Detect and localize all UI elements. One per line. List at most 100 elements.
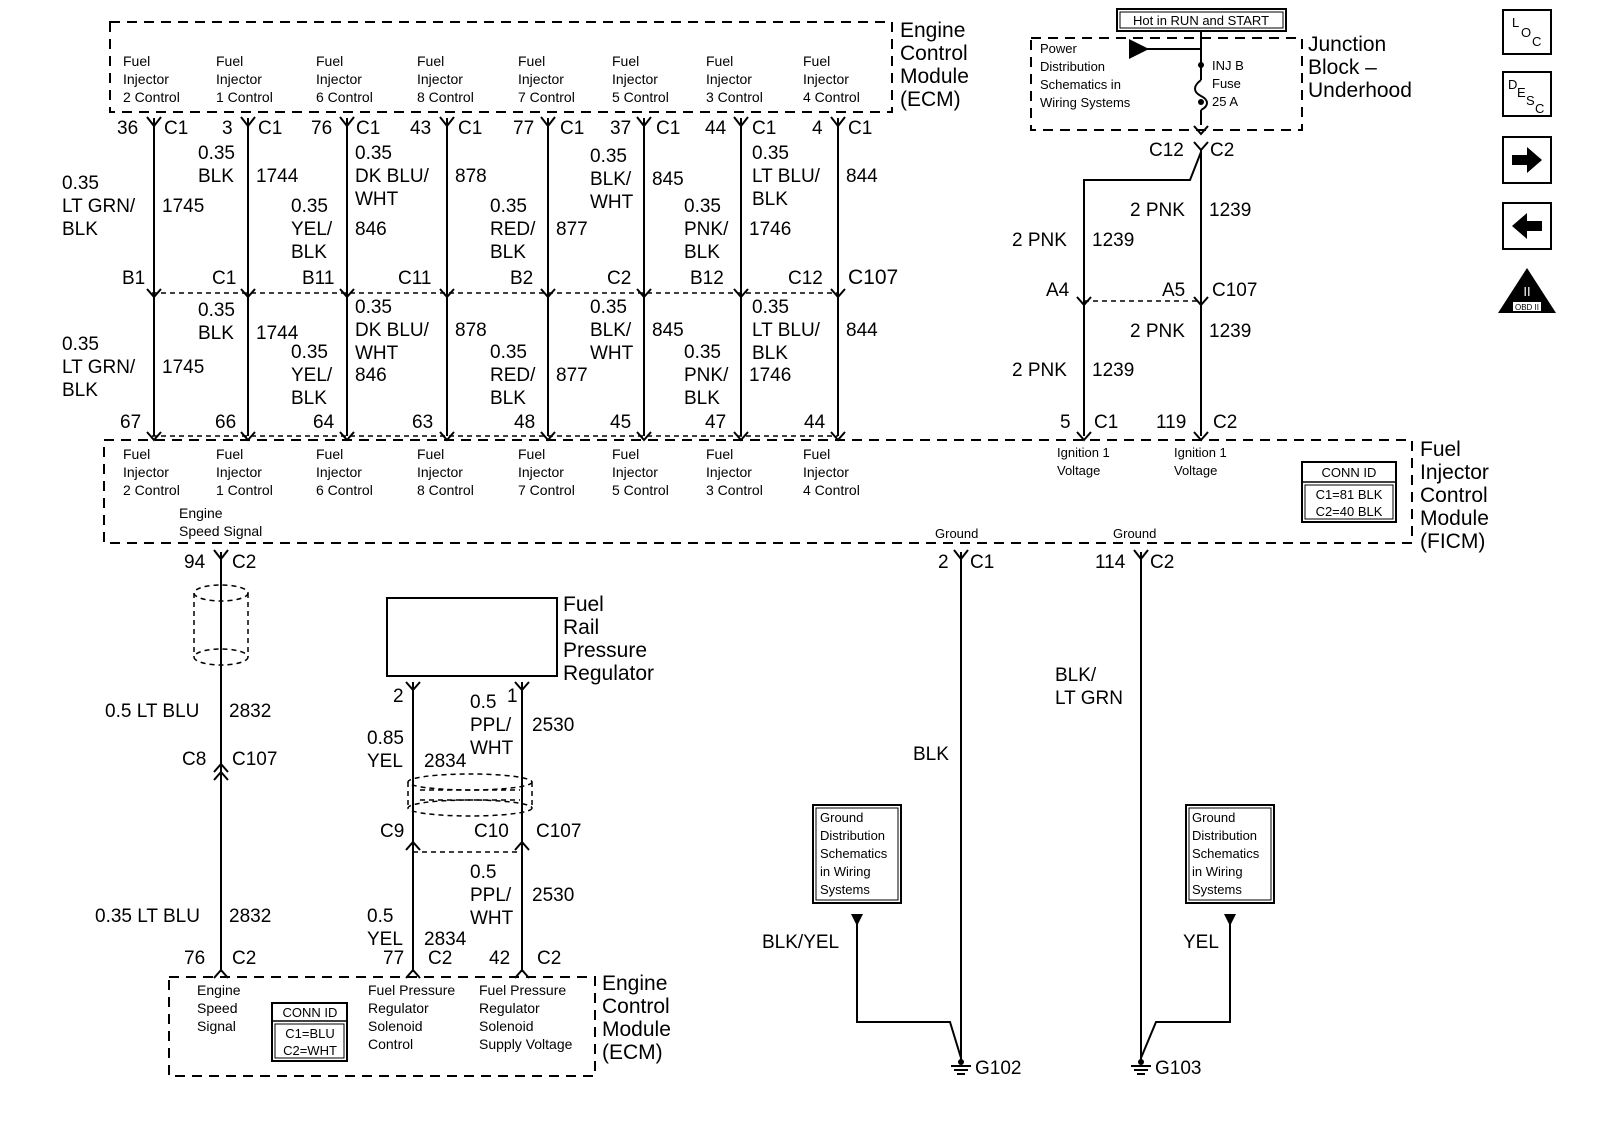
wire-color: YEL (1183, 932, 1219, 953)
ecm-pin-label: Injector (216, 71, 262, 87)
connector-cavity: C2 (607, 268, 631, 289)
pin-number: 47 (705, 412, 726, 433)
ficm-pin-label: Fuel (706, 446, 733, 462)
fuel-rail-pressure-regulator (386, 597, 558, 677)
previous-page-button[interactable] (1502, 202, 1552, 250)
desc-icon-letter: S (1526, 93, 1535, 108)
ficm-pin-label: Injector (417, 464, 463, 480)
wire-gauge: 0.35 (355, 143, 392, 164)
pin-number: 77 (513, 118, 534, 139)
ficm-pin-label: 8 Control (417, 482, 474, 498)
module-name-line: Control (602, 995, 670, 1018)
fuse-terminal (1198, 62, 1204, 68)
connector-cavity: C1 (212, 268, 236, 289)
ecm-pin-label: Fuel Pressure (479, 982, 566, 998)
obd-triangle-icon (1498, 268, 1556, 313)
module-name-line: Injector (1420, 461, 1489, 484)
connector-cavity: B12 (690, 268, 724, 289)
svg-text:Power: Power (1040, 41, 1078, 56)
ecm-pin-label: 4 Control (803, 89, 860, 105)
ecm-pin-label: 6 Control (316, 89, 373, 105)
component-name-line: Regulator (563, 662, 654, 685)
injector-circuit-7: Fuel Injector 7 Control 77 C1 0.35 RED/ … (490, 53, 588, 498)
pin-number: 1 (507, 686, 518, 707)
module-name-line: (ECM) (900, 88, 961, 111)
ficm-pin-label: Fuel (803, 446, 830, 462)
ecm-pin-label: Regulator (479, 1000, 540, 1016)
connector-terminal (240, 288, 256, 299)
ecm-pin-label: Fuel (316, 53, 343, 69)
module-name-line: Module (1420, 507, 1489, 530)
connector-terminal (339, 288, 355, 299)
pin-terminal (339, 116, 355, 128)
ficm-pin-label: Fuel (417, 446, 444, 462)
pin-terminal (830, 116, 846, 128)
wire-gauge: 0.5 (367, 906, 393, 927)
module-name-line: Engine (900, 19, 965, 42)
pin-number: 67 (120, 412, 141, 433)
wire-color: BLK (490, 388, 526, 409)
circuit-number: 845 (652, 169, 684, 190)
wire-color: RED/ (490, 365, 536, 386)
c107-label: C107 (848, 266, 898, 289)
wire-gauge: 0.35 (752, 297, 789, 318)
desc-icon-letter: C (1535, 101, 1544, 116)
ecm-pin-label: Fuel (706, 53, 733, 69)
svg-text:in Wiring: in Wiring (1192, 864, 1243, 879)
circuit-number: 878 (455, 166, 487, 187)
connector-terminal (636, 288, 652, 299)
ficm-pin-label: Ground (1113, 526, 1156, 541)
wire-color: BLK/ (590, 169, 632, 190)
connector-id: C107 (536, 821, 581, 842)
svg-text:Ground: Ground (820, 810, 863, 825)
fuse-terminal (1198, 99, 1204, 105)
connector-id: C2 (1213, 412, 1237, 433)
svg-text:INJ B: INJ B (1212, 58, 1244, 73)
location-button[interactable]: L O C (1502, 9, 1552, 55)
ficm-pin-label: Injector (316, 464, 362, 480)
pin-terminal (339, 431, 355, 442)
wire-gauge: 0.35 (590, 297, 627, 318)
hot-in-run-start-box: Hot in RUN and START (1116, 8, 1287, 32)
obd-ii-button[interactable]: OBD II II (1498, 268, 1556, 313)
pin-number: 42 (489, 948, 510, 969)
module-name-line: Underhood (1308, 79, 1412, 102)
wire-color: WHT (355, 189, 399, 210)
circuit-number: 844 (846, 320, 878, 341)
wire-color: LT BLU/ (752, 166, 821, 187)
ficm-pin-label: Engine (179, 505, 223, 521)
module-name-line: Fuel (1420, 438, 1461, 461)
svg-text:C2=40 BLK: C2=40 BLK (1316, 504, 1383, 519)
injector-circuit-6: Fuel Injector 6 Control 76 C1 0.35 YEL/ … (291, 53, 387, 498)
ficm-pin-label: 3 Control (706, 482, 763, 498)
injector-circuit-4: Fuel Injector 4 Control 4 C1 0.35 LT BLU… (752, 53, 878, 498)
connector-id: C2 (232, 948, 256, 969)
wire-gauge: 0.5 (470, 692, 496, 713)
module-name-line: (FICM) (1420, 530, 1485, 553)
hot-in-label: Hot in RUN and START (1133, 13, 1269, 28)
ecm-pin-label: 7 Control (518, 89, 575, 105)
connector-cavity: C11 (398, 268, 431, 289)
ecm-pin-label: Speed (197, 1000, 237, 1016)
svg-text:Systems: Systems (820, 882, 870, 897)
circuit-number: 846 (355, 219, 387, 240)
wire-color: BLK/YEL (762, 932, 839, 953)
ground-distribution-ref-1: Ground Distribution Schematics in Wiring… (812, 804, 902, 904)
wire-color: BLK (913, 744, 949, 765)
wire-color: 2 PNK (1012, 360, 1067, 381)
svg-text:Schematics: Schematics (1192, 846, 1260, 861)
ficm-pin-label: Ground (935, 526, 978, 541)
connector-cavity: C8 (182, 749, 206, 770)
svg-text:CONN ID: CONN ID (283, 1005, 338, 1020)
svg-text:Systems: Systems (1192, 882, 1242, 897)
ficm-pin-label: Speed Signal (179, 523, 262, 539)
svg-text:25 A: 25 A (1212, 94, 1238, 109)
pin-terminal (240, 116, 256, 128)
next-page-button[interactable] (1502, 136, 1552, 184)
pin-terminal (540, 116, 556, 128)
pin-number: 66 (215, 412, 236, 433)
wire-color: LT GRN/ (62, 196, 136, 217)
description-button[interactable]: D E S C (1502, 71, 1552, 117)
ecm-top-box (109, 21, 893, 113)
wire-color: WHT (470, 738, 514, 759)
